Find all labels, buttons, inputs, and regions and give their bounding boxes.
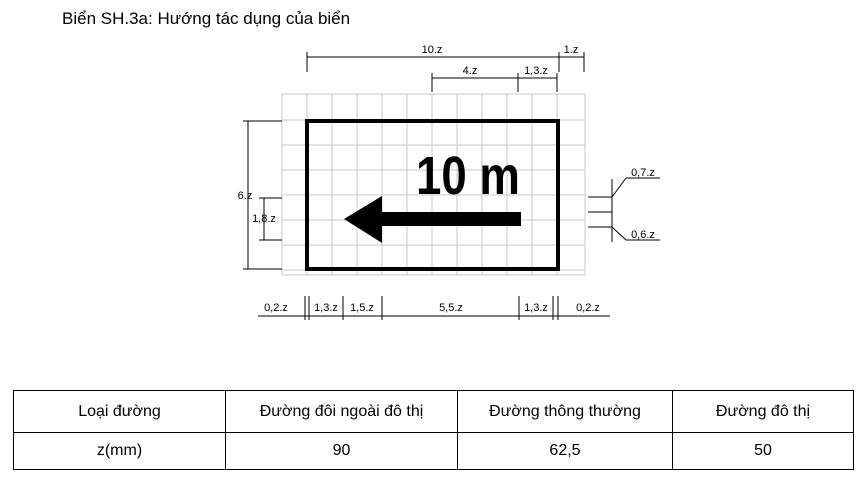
dim-bottom-1: 0,2.z <box>264 302 288 314</box>
table-cell: 90 <box>225 432 458 470</box>
arrow-left-icon <box>344 196 521 243</box>
dim-bottom-5: 1,3.z <box>524 302 548 314</box>
dim-bottom-3: 1,5.z <box>350 302 374 314</box>
left-dimensions <box>243 120 282 270</box>
dim-right-upper: 0,7.z <box>631 167 655 179</box>
dim-left-height: 6.z <box>238 190 253 202</box>
bottom-dimensions <box>258 296 610 320</box>
table-cell: 50 <box>672 432 854 470</box>
table-header-cell: Đường đô thị <box>672 390 854 433</box>
dim-top-right: 1,3.z <box>524 65 548 77</box>
dim-top-overall: 10.z <box>422 44 443 56</box>
sign-diagram: 10 m 10.z 1.z 4.z 1,3.z 6.z 1,8.z <box>238 44 660 320</box>
top-dimensions <box>306 52 585 92</box>
dim-bottom-6: 0,2.z <box>576 302 600 314</box>
table-row: z(mm) 90 62,5 50 <box>13 432 854 470</box>
table-header-cell: Loại đường <box>13 390 226 433</box>
sign-text: 10 m <box>416 146 520 206</box>
size-table: Loại đường Đường đôi ngoài đô thị Đường … <box>13 390 854 470</box>
dim-left-arrow: 1,8.z <box>252 213 276 225</box>
dim-right-lower: 0,6.z <box>631 229 655 241</box>
table-cell: z(mm) <box>13 432 226 470</box>
page-title: Biển SH.3a: Hướng tác dụng của biển <box>62 9 351 28</box>
table-header-cell: Đường thông thường <box>457 390 673 433</box>
table-header-row: Loại đường Đường đôi ngoài đô thị Đường … <box>13 390 854 433</box>
dim-bottom-4: 5,5.z <box>439 302 463 314</box>
dim-top-outer: 1.z <box>564 44 579 56</box>
right-dimensions <box>588 177 660 242</box>
dim-top-text: 4.z <box>463 65 478 77</box>
sign-border <box>305 119 560 271</box>
table-cell: 62,5 <box>457 432 673 470</box>
dim-bottom-2: 1,3.z <box>314 302 338 314</box>
table-header-cell: Đường đôi ngoài đô thị <box>225 390 458 433</box>
